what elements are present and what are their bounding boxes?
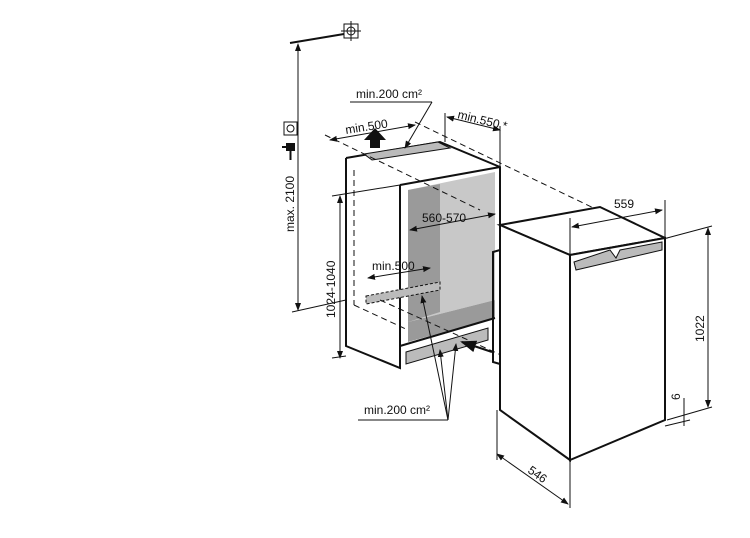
niche-depth-label: min.550 * bbox=[456, 107, 509, 133]
plug-icon bbox=[282, 143, 295, 160]
appliance-depth-dimension bbox=[496, 453, 569, 505]
niche-width-label: 560-570 bbox=[422, 211, 466, 225]
foot-height-label: 6 bbox=[669, 393, 683, 400]
socket-icon bbox=[283, 121, 298, 136]
top-depth-dimension bbox=[329, 123, 416, 142]
appliance bbox=[492, 205, 669, 462]
appliance-width-dimension bbox=[571, 208, 663, 229]
appliance-width-label: 559 bbox=[614, 197, 634, 211]
ceiling-line bbox=[289, 33, 345, 44]
bottom-vent-area-label: min.200 cm² bbox=[364, 403, 430, 417]
airflow-in-arrow-icon bbox=[460, 340, 493, 353]
top-vent-area-label: min.200 cm² bbox=[356, 87, 422, 101]
appliance-height-label: 1022 bbox=[693, 315, 707, 342]
inner-depth-dimension bbox=[367, 266, 431, 280]
niche-height-label: 1024-1040 bbox=[324, 260, 338, 318]
top-depth-label: min.500 bbox=[344, 116, 389, 137]
inner-depth-label: min.500 bbox=[372, 259, 415, 273]
max-height-label: max. 2100 bbox=[283, 176, 297, 232]
appliance-depth-label: 546 bbox=[525, 463, 550, 486]
niche-width-dimension bbox=[409, 212, 496, 232]
niche-depth-dimension bbox=[446, 115, 501, 132]
niche bbox=[345, 140, 501, 370]
water-connection-icon bbox=[341, 21, 361, 41]
